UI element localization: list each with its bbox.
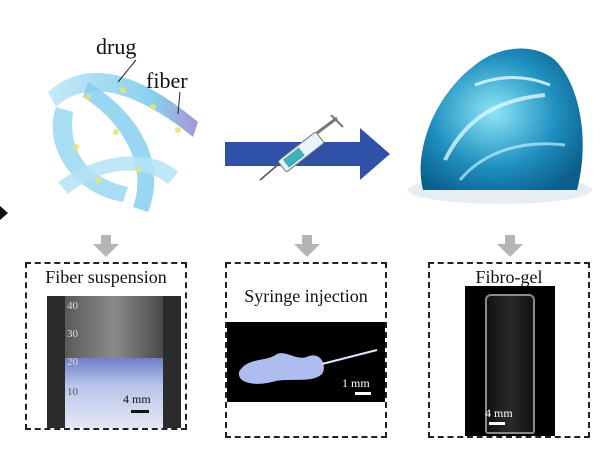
injection-scale-bar (355, 392, 371, 395)
injection-photo: 1 mm (227, 322, 385, 402)
fiber-suspension-panel: Fiber suspension 40 30 20 10 4 mm (25, 262, 187, 430)
syringe-icon (259, 115, 344, 181)
suspension-scale-label: 4 mm (123, 392, 151, 406)
fiber-illustration (48, 59, 198, 212)
down-arrow-left (93, 235, 119, 257)
beaker-tick-20: 20 (67, 356, 78, 368)
gel-illustration (408, 48, 592, 204)
fiber-label: fiber (146, 68, 188, 93)
beaker-tick-30: 30 (67, 328, 78, 340)
injection-scale-label: 1 mm (342, 376, 370, 390)
fibro-gel-panel: Fibro-gel 4 mm (428, 262, 590, 438)
left-edge-arrow (0, 206, 8, 220)
suspension-scale-bar (131, 410, 149, 413)
beaker-tick-40: 40 (67, 300, 78, 312)
gel-scale-bar (489, 422, 505, 425)
fiber-suspension-title: Fiber suspension (45, 267, 167, 287)
syringe-injection-title: Syringe injection (244, 286, 368, 306)
down-arrow-middle (294, 235, 320, 257)
vial-photo: 4 mm (465, 286, 555, 436)
fibro-gel-title: Fibro-gel (475, 267, 543, 287)
syringe-injection-panel: Syringe injection 1 mm (225, 262, 387, 438)
down-arrow-right (497, 235, 523, 257)
beaker-tick-10: 10 (67, 386, 78, 398)
gel-scale-label: 4 mm (485, 406, 513, 420)
drug-label: drug (96, 34, 137, 59)
beaker-photo: 40 30 20 10 4 mm (47, 296, 181, 428)
